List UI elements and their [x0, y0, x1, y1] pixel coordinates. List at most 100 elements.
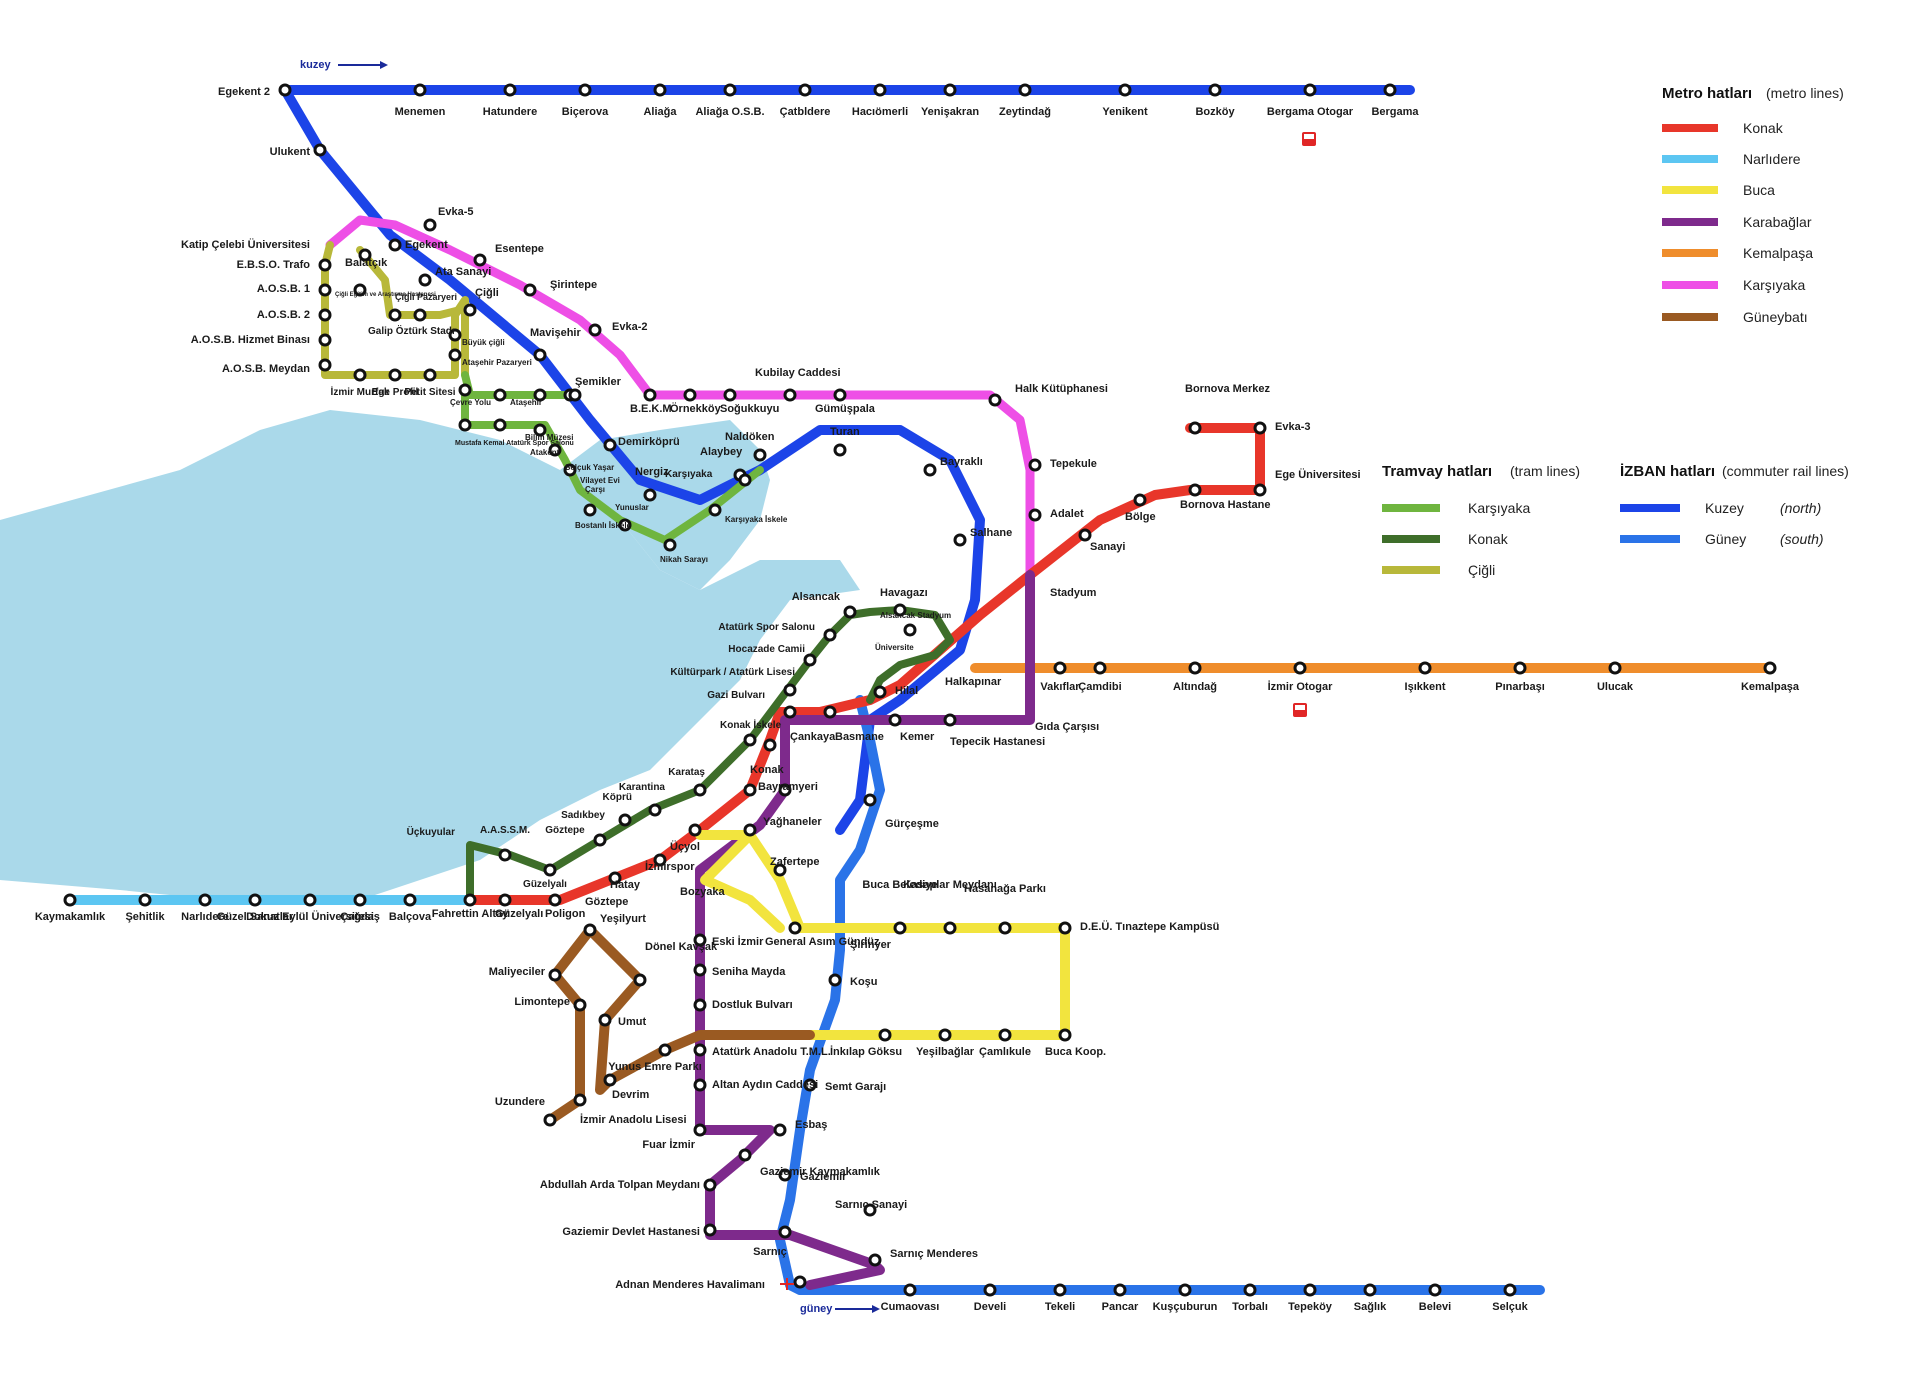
station-label: Nergiz: [635, 466, 669, 478]
station-label: Ulucak: [1597, 681, 1634, 693]
station-label: Bilim Müzesi: [525, 433, 573, 442]
station-label: Basmane: [835, 731, 884, 743]
bay-water: [0, 410, 860, 905]
station-label: Dönel Kavşak: [645, 941, 718, 953]
station-label: Poligon: [545, 908, 586, 920]
station-label: Çiğli Pazaryeri: [395, 292, 457, 302]
legend-metro-subtitle: (metro lines): [1766, 85, 1844, 101]
station-label: Çamlıkule: [979, 1046, 1031, 1058]
station-label: Adnan Menderes Havalimanı: [615, 1279, 765, 1291]
legend-tram-subtitle: (tram lines): [1510, 463, 1580, 479]
station-label: Halk Kütüphanesi: [1015, 383, 1108, 395]
station-label: Petit Sitesi: [404, 387, 455, 398]
station-label: İzmir Otogar: [1268, 680, 1334, 693]
station-label: Develi: [974, 1301, 1006, 1313]
station-label: Vakıflar: [1040, 681, 1080, 693]
station-label: Alsancak: [792, 591, 841, 603]
station-label: Nikah Sarayı: [660, 555, 708, 564]
station-label: Sağlık: [1354, 1301, 1387, 1313]
station-label: Abdullah Arda Tolpan Meydanı: [540, 1179, 700, 1191]
station-label: Bornova Hastane: [1180, 499, 1270, 511]
station-label: Yeşilyurt: [600, 913, 646, 925]
station-label: Buca Koop.: [1045, 1046, 1106, 1058]
station-label: E.B.S.O. Trafo: [237, 259, 311, 271]
station-label: Ege Profil: [372, 387, 419, 398]
station-label: Tepeköy: [1288, 1301, 1333, 1313]
station-label: Bergama Otogar: [1267, 106, 1354, 118]
station-label: Yunus Emre Parkı: [608, 1061, 702, 1073]
station-label: Eski İzmir: [712, 935, 764, 948]
station-label: Gaziemir: [800, 1171, 847, 1183]
station-label: Fuar İzmir: [642, 1138, 695, 1151]
station-label: İzmir Anadolu Lisesi: [580, 1113, 687, 1126]
station-label: Esentepe: [495, 243, 544, 255]
station-label: Alsancak Stadyum: [880, 611, 951, 620]
station-label: General Asım Gündüz: [765, 936, 880, 948]
izban-kuzey-line: [280, 85, 1415, 835]
station-label: Vilayet Evi: [580, 476, 620, 485]
legend-item: Kuzey: [1705, 500, 1744, 516]
station-label: İzmirspor: [645, 860, 695, 873]
station-label: Karataş: [668, 767, 705, 778]
legend-item: Güneybatı: [1743, 309, 1808, 325]
direction-south: güney: [800, 1303, 880, 1315]
station-label: Salhane: [970, 527, 1012, 539]
station-label: Güzel Sanatlar: [217, 911, 294, 923]
station-label: Karşıyaka İskele: [725, 515, 788, 524]
station-label: Zeytindağ: [999, 106, 1051, 118]
station-label: Esbaş: [795, 1119, 827, 1131]
station-label: Bayraklı: [940, 456, 983, 468]
legend-item: Karşıyaka: [1468, 500, 1530, 516]
station-label: Hilal: [895, 685, 918, 697]
station-label: Mustafa Kemal Atatürk Spor Salonu: [455, 440, 574, 447]
legend-item: Narlıdere: [1743, 151, 1801, 167]
station-label: Yenikent: [1102, 106, 1148, 118]
station-label: Gıda Çarşısı: [1035, 721, 1099, 733]
station-label: Ulukent: [270, 146, 311, 158]
station-label: Zafertepe: [770, 856, 820, 868]
station-label: D.E.Ü. Tınaztepe Kampüsü: [1080, 920, 1219, 933]
legend-tram-title: Tramvay hatları: [1382, 463, 1492, 480]
station-label: Dostluk Bulvarı: [712, 999, 793, 1011]
station-label: Çatbldere: [780, 106, 831, 118]
station-label: Fahrettin Altay: [432, 908, 509, 920]
station-label: Çevre Yolu: [450, 398, 491, 407]
station-label: Uzundere: [495, 1096, 545, 1108]
station-label: Mavişehir: [530, 327, 581, 339]
station-label: Işıkkent: [1405, 681, 1446, 693]
station-label: Evka-5: [438, 206, 473, 218]
legend-item-note: (south): [1780, 531, 1824, 547]
station-label: Dokuz Eylül Üniversitesi: [246, 910, 374, 923]
station-label: Evka-2: [612, 321, 647, 333]
station-label: Kemalpaşa: [1741, 681, 1800, 693]
station-label: Konak: [750, 764, 785, 776]
station-label: Bölge: [1125, 511, 1156, 523]
legend-izban-title: İZBAN hatları: [1620, 463, 1715, 480]
legend-item: Konak: [1743, 120, 1784, 136]
station-label: Limontepe: [514, 996, 570, 1008]
station-label: Selçuk Yaşar: [565, 463, 614, 472]
bus-icon: [1293, 703, 1307, 717]
station-label: Kemer: [900, 731, 935, 743]
station-label: Tekeli: [1045, 1301, 1075, 1313]
station-label: Stadyum: [1050, 587, 1097, 599]
station-label: Sarnıç: [753, 1246, 787, 1258]
station-label: Cumaovası: [881, 1301, 940, 1313]
station-label: Pancar: [1102, 1301, 1139, 1313]
station-label: Gümüşpala: [815, 403, 876, 415]
station-label: Şirintepe: [550, 279, 597, 291]
station-label: Aliağa O.S.B.: [695, 106, 764, 118]
station-label: Bayramyeri: [758, 781, 818, 793]
station-label: Konak İskele: [720, 718, 782, 731]
station-label: Şehitlik: [125, 911, 165, 923]
station-label: Göztepe: [585, 896, 628, 908]
station-label: Kültürpark / Atatürk Lisesi: [670, 667, 795, 678]
station-label: Adalet: [1050, 508, 1084, 520]
station-label: Maliyeciler: [489, 966, 546, 978]
station-label: Hatay: [610, 879, 641, 891]
bus-icon: [1302, 132, 1316, 146]
station-markers: [63, 83, 1777, 1297]
station-label: Narlıdere: [181, 911, 229, 923]
station-label: Göztepe: [545, 825, 585, 836]
station-label: Çiğli Eğitim ve Araştırma Hastanesi: [335, 292, 436, 298]
